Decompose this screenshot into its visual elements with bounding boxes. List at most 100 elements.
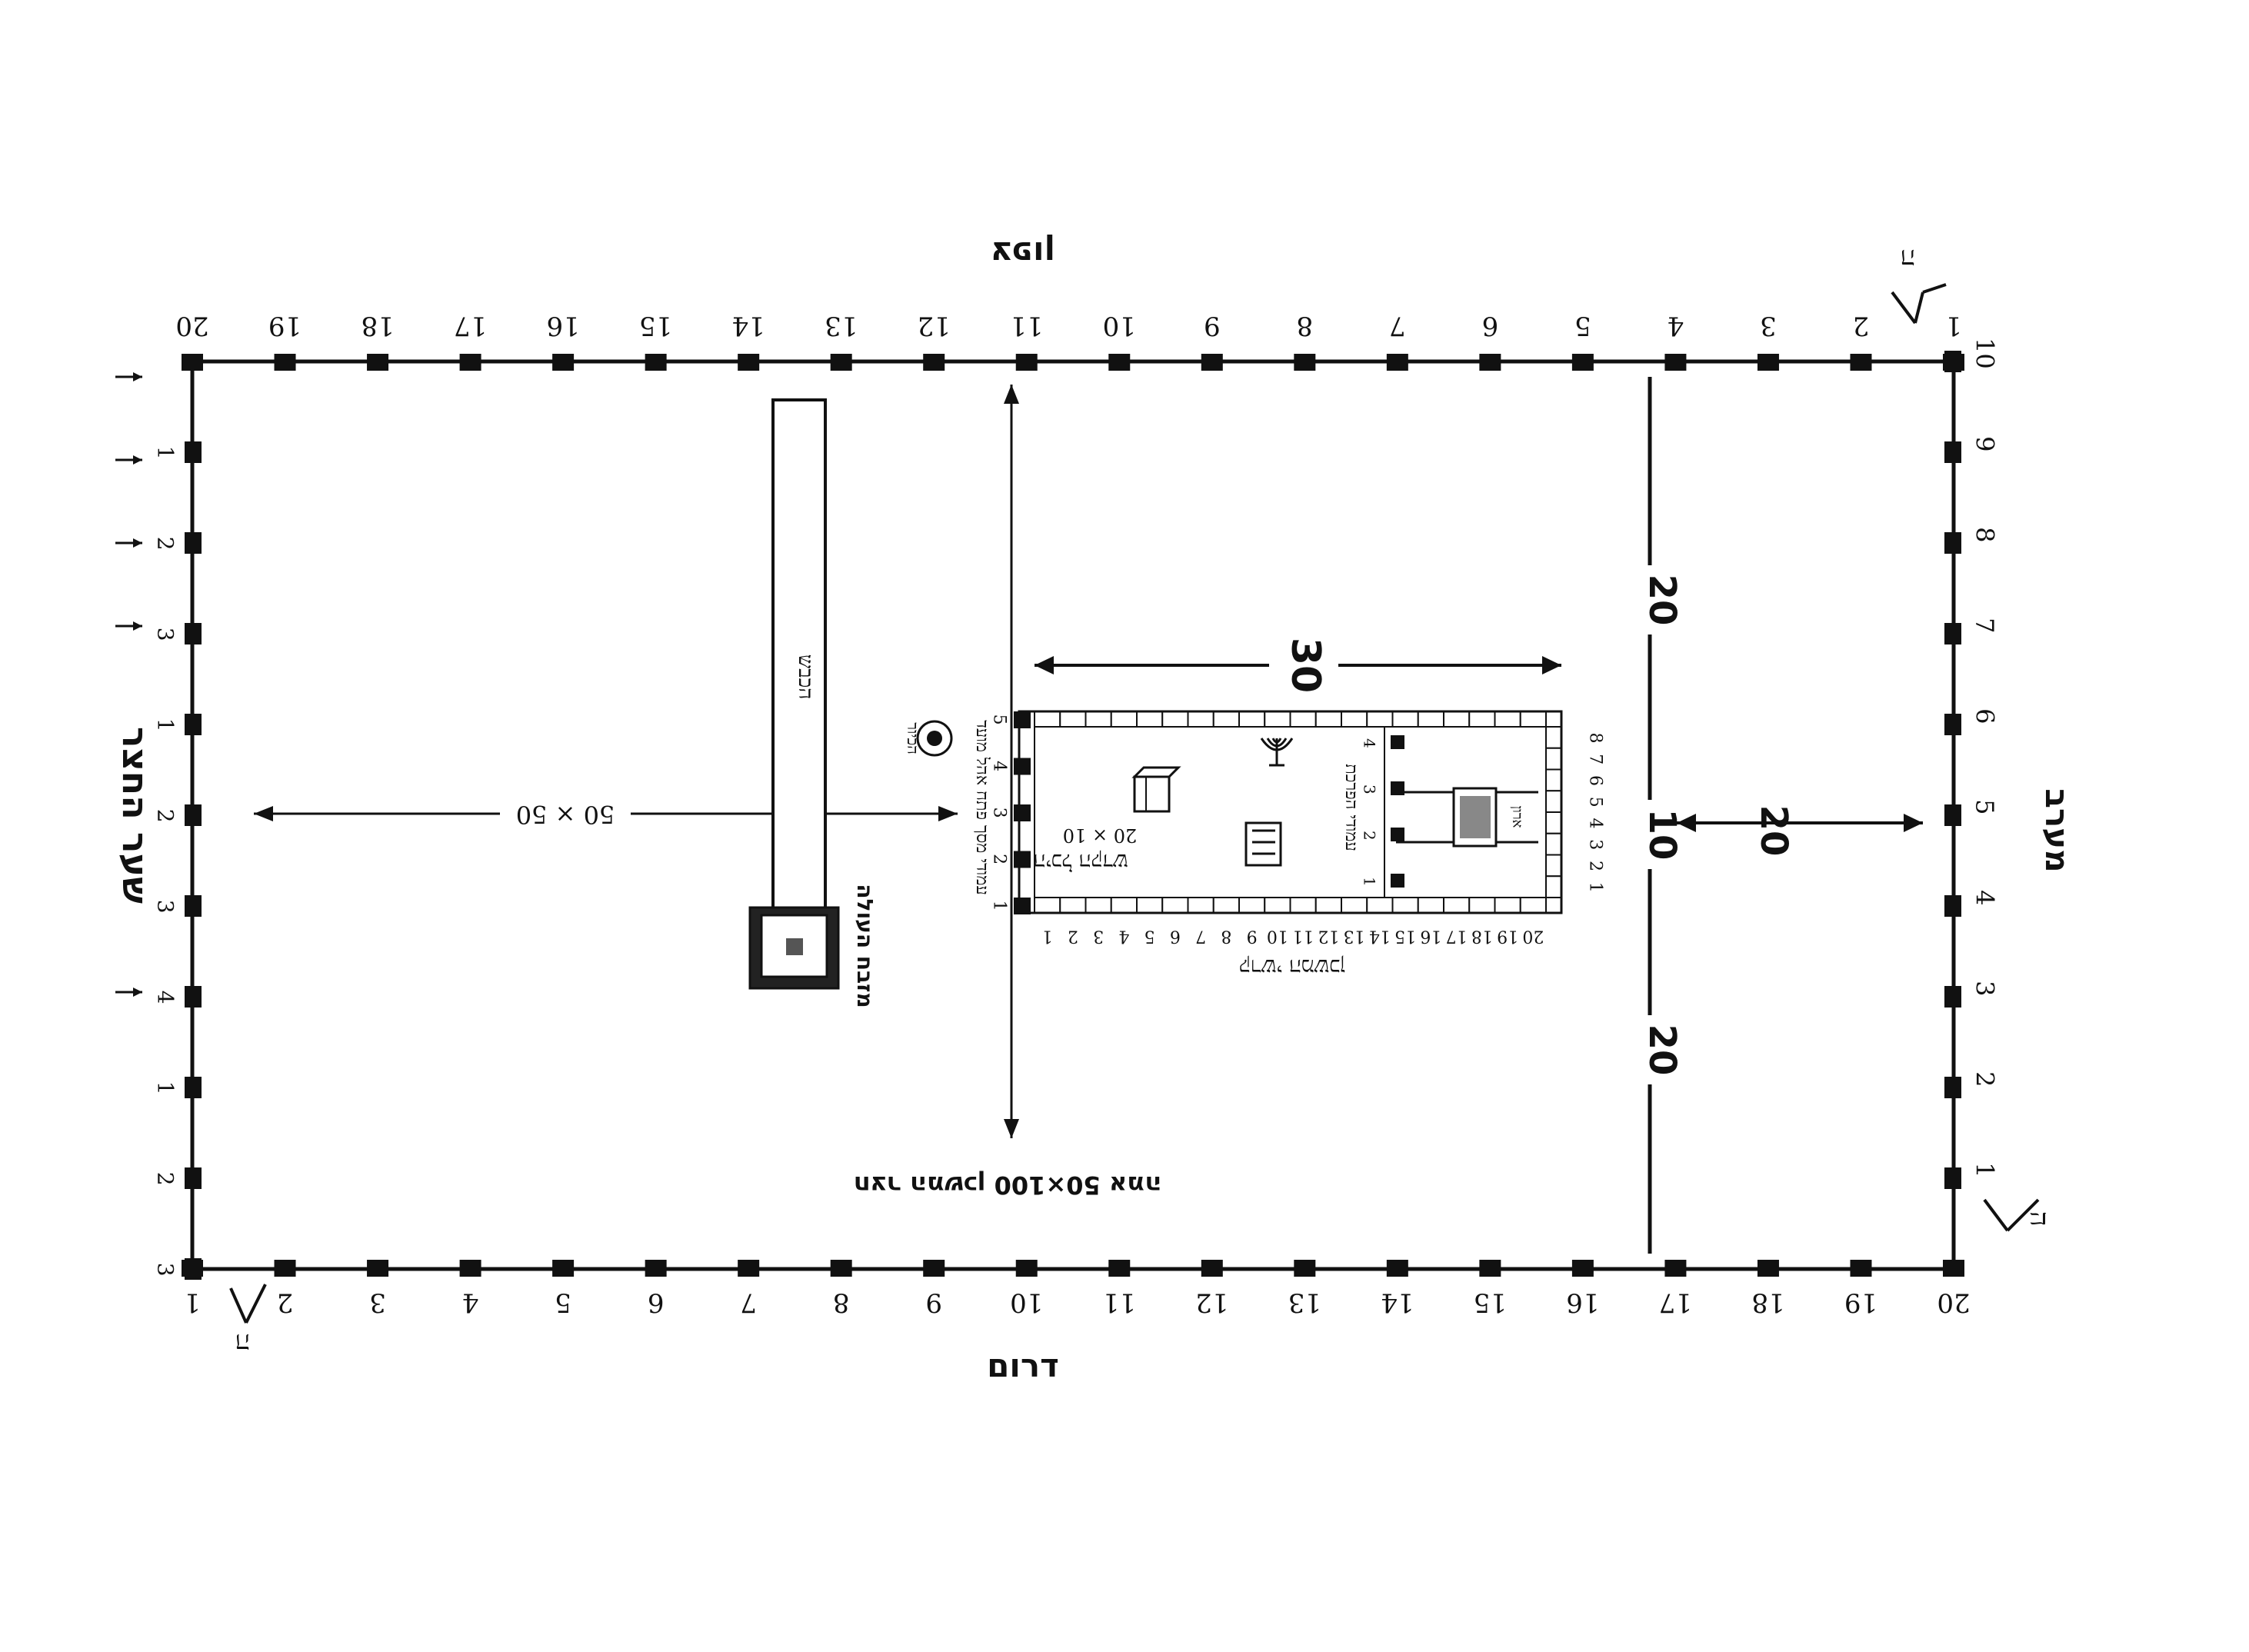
- pillar-number: 17: [1659, 1287, 1692, 1317]
- board: [1391, 897, 1419, 914]
- board: [1187, 897, 1214, 914]
- beam-number: 19: [1497, 926, 1518, 945]
- corner-mark-nw: ה: [1900, 243, 1915, 274]
- board: [1289, 711, 1317, 728]
- beam-number: 4: [1586, 818, 1605, 829]
- pillar-number: 9: [925, 1287, 942, 1317]
- pillar-number: 2: [1853, 310, 1870, 341]
- board: [1059, 897, 1087, 914]
- board: [1417, 897, 1444, 914]
- beam-number: 14: [1369, 926, 1391, 945]
- pillar: [185, 1258, 202, 1280]
- board: [1110, 711, 1138, 728]
- pillar-number: 2: [153, 537, 178, 551]
- pillar: [1664, 354, 1687, 371]
- pillar-number: 3: [1970, 981, 1999, 996]
- dim-30: 30: [1282, 638, 1328, 693]
- board: [1443, 897, 1471, 914]
- board: [1545, 726, 1562, 749]
- board: [1545, 811, 1562, 834]
- pillar-number: 15: [639, 310, 672, 341]
- pillar-number: 3: [1360, 784, 1378, 794]
- beam-number: 20: [1522, 926, 1544, 945]
- beam-number: 5: [1586, 797, 1605, 808]
- pillar: [1944, 895, 1961, 917]
- pillar: [645, 1260, 667, 1277]
- beam-number: 18: [1471, 926, 1493, 945]
- pillar: [1386, 354, 1408, 371]
- gate-court-dimension: 50 × 50: [516, 800, 615, 829]
- pillar-number: 20: [175, 310, 208, 341]
- pillar-number: 4: [990, 761, 1009, 771]
- pillar-number: 12: [918, 310, 951, 341]
- beam-number: 7: [1586, 754, 1605, 764]
- beam-number: 13: [1344, 926, 1365, 945]
- board: [1212, 711, 1240, 728]
- pillar: [1386, 1260, 1408, 1277]
- pillar: [182, 354, 203, 371]
- pillar-number: 2: [153, 1172, 178, 1186]
- pillar-number: 18: [1751, 1287, 1784, 1317]
- pillar-number: 3: [1760, 310, 1777, 341]
- tabernacle-beams-label: קרשי המשכן: [1239, 954, 1345, 980]
- pillar: [274, 354, 296, 371]
- pillar: [645, 354, 667, 371]
- board: [1468, 897, 1496, 914]
- east-pillars: [185, 441, 202, 1280]
- pillar-number: 1: [184, 1287, 201, 1317]
- pillar-number: 1: [990, 901, 1009, 911]
- board: [1494, 897, 1521, 914]
- pillar: [1757, 1260, 1779, 1277]
- holy-side-label: היכל הקדש: [1033, 849, 1128, 874]
- pillar-number: 2: [1970, 1071, 1999, 1087]
- board: [1136, 897, 1164, 914]
- pillar: [185, 532, 202, 554]
- dim-10: 10: [1641, 809, 1684, 861]
- pillar: [552, 1260, 575, 1277]
- holy-dimension: 20 × 10: [1063, 824, 1137, 846]
- pillar: [1944, 1077, 1961, 1098]
- board: [1494, 711, 1521, 728]
- board: [1264, 897, 1291, 914]
- pillar-number: 5: [1970, 799, 1999, 814]
- south-pillars: [182, 1260, 1964, 1277]
- pillar: [1015, 1260, 1038, 1277]
- pillar: [1479, 1260, 1501, 1277]
- pillar: [1944, 623, 1961, 644]
- pillar-number: 1: [153, 1081, 178, 1095]
- pillar-number: 1: [1945, 310, 1962, 341]
- pillar-number: 4: [153, 991, 178, 1004]
- pillar-number: 4: [1668, 310, 1684, 341]
- board: [1110, 897, 1138, 914]
- beam-number: 3: [1586, 839, 1605, 850]
- board: [1161, 897, 1189, 914]
- pillar: [185, 441, 202, 463]
- ramp-label: הכבש: [794, 654, 817, 700]
- pillar-number: 8: [833, 1287, 850, 1317]
- entrance-pillars: [1014, 711, 1031, 914]
- pillar-number: 9: [1204, 310, 1221, 341]
- beam-number: 3: [1093, 926, 1104, 945]
- side-label-north: צפון: [991, 235, 1055, 272]
- beam-number: 4: [1118, 926, 1129, 945]
- pillar-number: 5: [1574, 310, 1591, 341]
- pillar-number: 6: [648, 1287, 665, 1317]
- board: [1545, 832, 1562, 856]
- gate-arrows: [115, 372, 142, 997]
- pillar-number: 1: [1360, 877, 1378, 887]
- pillar-number: 12: [1195, 1287, 1228, 1317]
- beam-number: 6: [1170, 926, 1181, 945]
- pillar-number: 5: [990, 714, 1009, 725]
- pillar-number: 20: [1937, 1287, 1970, 1317]
- corner-mark-sw: ה: [2024, 1211, 2054, 1227]
- pillar: [185, 1077, 202, 1098]
- pillar: [185, 1167, 202, 1189]
- north-pillars: [182, 354, 1964, 371]
- pillar: [1944, 986, 1961, 1008]
- board: [1545, 768, 1562, 792]
